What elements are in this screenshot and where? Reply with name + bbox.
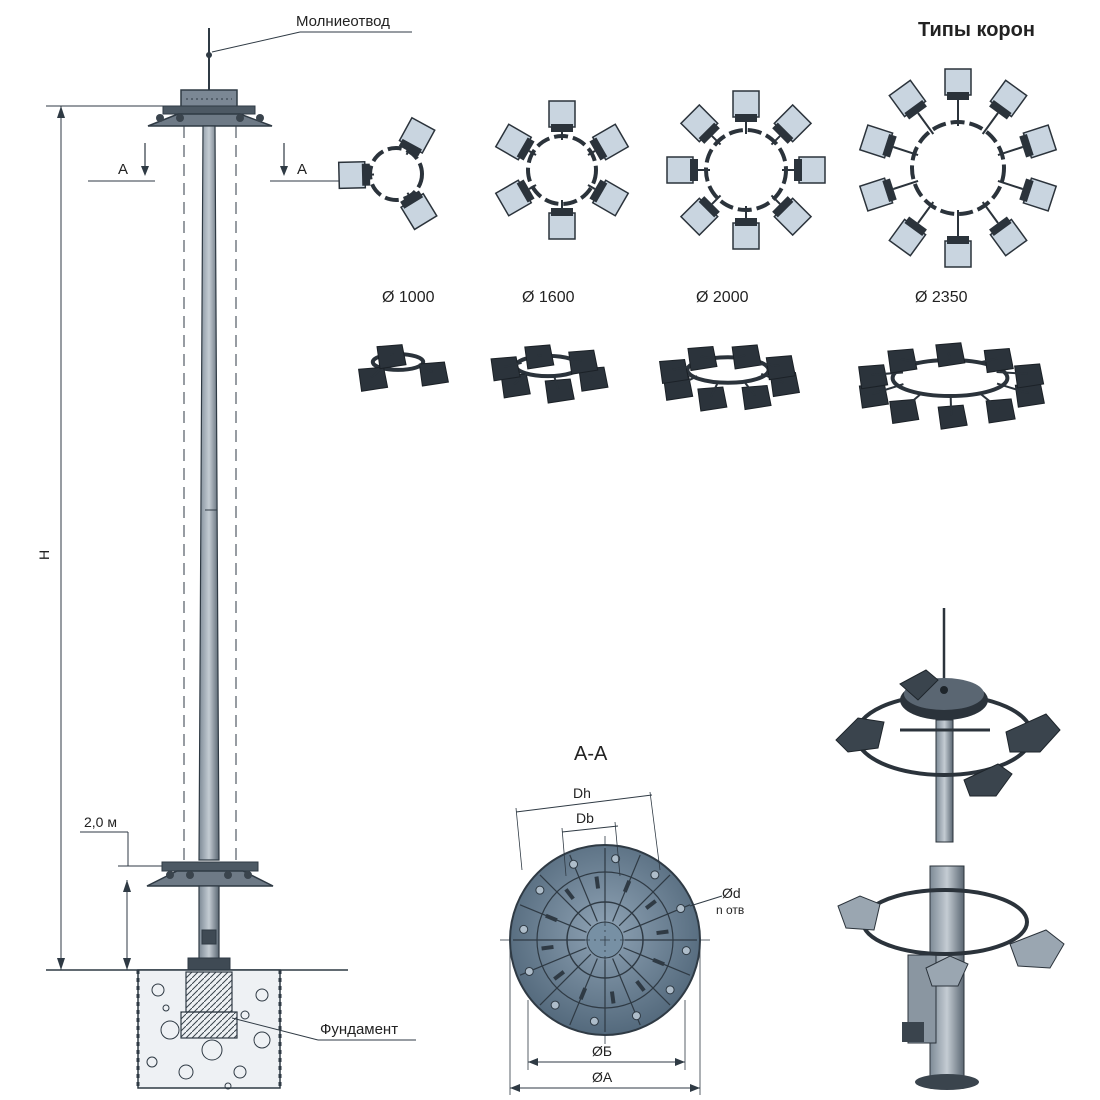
mast-elevation: Молниеотвод А А H 2,0 м bbox=[36, 13, 416, 1090]
lightning-rod-leader bbox=[211, 31, 301, 53]
crown-iso-views bbox=[358, 342, 1045, 430]
anchor-hole bbox=[589, 1016, 599, 1026]
crown-top-2 bbox=[494, 100, 630, 240]
anchor-hole bbox=[519, 924, 529, 934]
dh-label: Dh bbox=[573, 785, 591, 801]
anchor-hole bbox=[611, 854, 621, 864]
crown-top-views bbox=[337, 68, 1058, 268]
hole-diameter-label: Ød bbox=[722, 885, 741, 901]
pole-base-section bbox=[198, 885, 220, 969]
crown-types-title: Типы корон bbox=[918, 19, 1035, 41]
top-head-box bbox=[180, 89, 238, 109]
crown-iso-3 bbox=[659, 344, 801, 412]
db-label: Db bbox=[576, 810, 594, 826]
lightning-rod-label: Молниеотвод bbox=[296, 13, 390, 30]
anchor-hole bbox=[550, 1000, 560, 1010]
crown-lamp bbox=[587, 123, 630, 161]
crown-diameter-2350: Ø 2350 bbox=[915, 289, 968, 306]
section-mark-right: А bbox=[297, 161, 307, 178]
anchor-hole bbox=[665, 985, 675, 995]
flood-light-left bbox=[835, 717, 885, 753]
crown-lamp bbox=[337, 160, 375, 190]
anchor-hole bbox=[569, 859, 579, 869]
anchor-hole bbox=[676, 904, 686, 914]
crown-iso-4 bbox=[858, 342, 1045, 430]
section-title: А-А bbox=[574, 743, 608, 765]
dia-b-label: ØБ bbox=[592, 1043, 612, 1059]
base-plate-section: Dh Db Ød n отв ØБ ØA bbox=[500, 785, 744, 1095]
crown-lamp bbox=[548, 100, 576, 140]
crown-lamp bbox=[944, 68, 972, 126]
height-label: H bbox=[36, 550, 52, 560]
ladder-level-label: 2,0 м bbox=[84, 814, 117, 830]
crown-lamp bbox=[587, 179, 630, 217]
anchor-hole bbox=[535, 885, 545, 895]
crown-lamp bbox=[997, 177, 1058, 212]
section-mark-left: А bbox=[118, 161, 128, 178]
hole-count-label: n отв bbox=[716, 903, 744, 917]
anchor-hole bbox=[524, 966, 534, 976]
anchor-hole bbox=[681, 946, 691, 956]
crown-top-3 bbox=[666, 90, 826, 250]
crown-iso-1 bbox=[358, 344, 449, 392]
crown-lamp bbox=[732, 90, 760, 134]
crown-lamp bbox=[770, 103, 813, 146]
foundation-block bbox=[185, 971, 233, 1013]
mast-top-render bbox=[835, 608, 1061, 843]
crown-lamp bbox=[858, 177, 919, 212]
crown-lamp bbox=[858, 124, 919, 159]
crown-lamp bbox=[770, 194, 813, 237]
crown-diameter-1600: Ø 1600 bbox=[522, 289, 575, 306]
crown-top-4 bbox=[858, 68, 1058, 268]
crown-lamp bbox=[888, 201, 935, 257]
pole-shaft bbox=[198, 125, 220, 861]
crown-lamp bbox=[981, 79, 1028, 135]
anchor-hole bbox=[650, 870, 660, 880]
crown-lamp bbox=[494, 179, 537, 217]
crown-lamp bbox=[399, 190, 438, 231]
crown-iso-2 bbox=[490, 344, 609, 404]
crown-top-1 bbox=[337, 116, 438, 231]
crown-lamp bbox=[997, 124, 1058, 159]
top-crown bbox=[147, 113, 273, 127]
dia-a-label: ØA bbox=[592, 1069, 613, 1085]
crown-lamp bbox=[494, 123, 537, 161]
mast-bottom-render bbox=[837, 865, 1065, 1090]
crown-diameter-2000: Ø 2000 bbox=[696, 289, 749, 306]
crown-lamp bbox=[732, 206, 760, 250]
crown-diameter-1000: Ø 1000 bbox=[382, 289, 435, 306]
crown-lamp bbox=[981, 201, 1028, 257]
crown-lamp bbox=[782, 156, 826, 184]
crown-lamp bbox=[888, 79, 935, 135]
crown-lamp bbox=[679, 194, 722, 237]
foundation-pit bbox=[136, 969, 282, 1090]
crown-lamp bbox=[679, 103, 722, 146]
crown-lamp bbox=[944, 210, 972, 268]
lower-crown bbox=[146, 870, 274, 887]
flood-light-right bbox=[1005, 713, 1061, 753]
crown-lamp bbox=[666, 156, 710, 184]
crown-lamp bbox=[398, 116, 436, 157]
anchor-hole bbox=[631, 1011, 641, 1021]
crown-lamp bbox=[548, 200, 576, 240]
foundation-label: Фундамент bbox=[320, 1021, 398, 1038]
